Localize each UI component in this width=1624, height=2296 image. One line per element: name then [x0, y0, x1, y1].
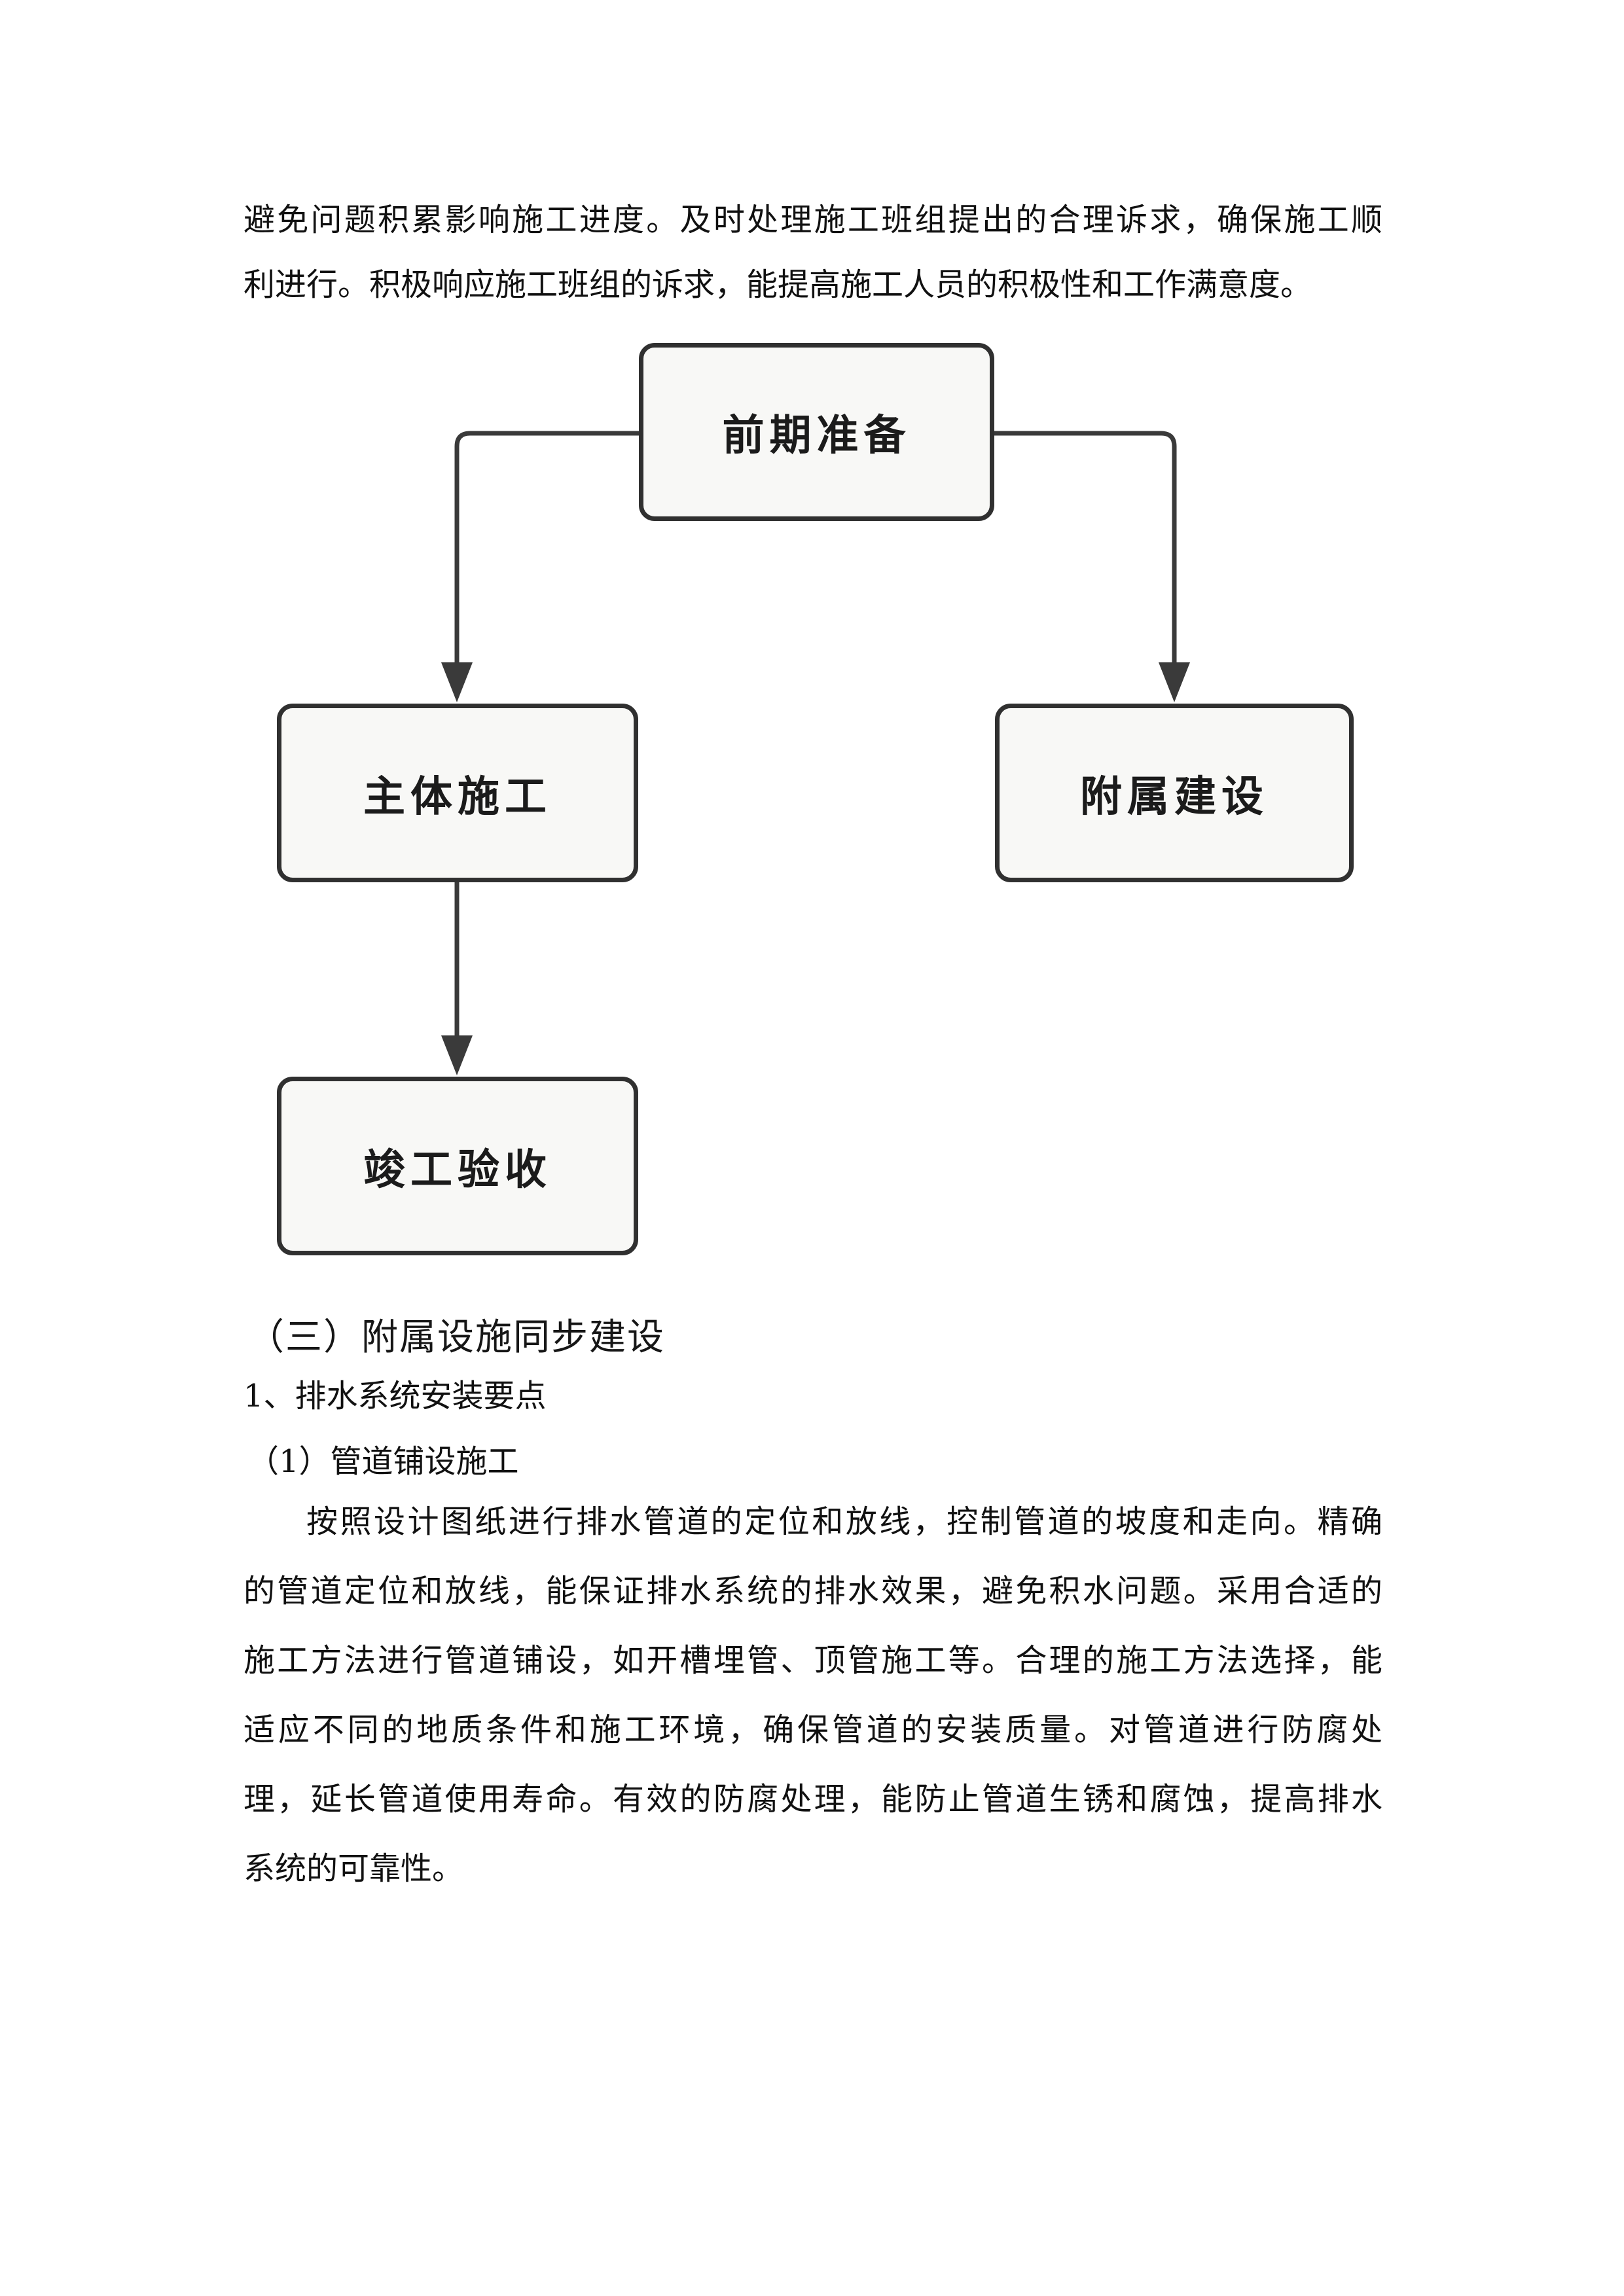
- body-paragraph-line-1: 按照设计图纸进行排水管道的定位和放线，控制管道的坡度和走向。精确: [306, 1503, 1382, 1540]
- flow-node-main-label: 主体施工: [363, 772, 552, 821]
- body-paragraph-line-4: 适应不同的地质条件和施工环境，确保管道的安装质量。对管道进行防腐处: [244, 1712, 1382, 1748]
- flowchart: 前期准备 主体施工 附属建设 竣工验收: [277, 343, 1354, 1255]
- flow-node-main: 主体施工: [277, 704, 638, 882]
- arrowhead-main-icon: [441, 662, 473, 702]
- body-paragraph-line-3: 施工方法进行管道铺设，如开槽埋管、顶管施工等。合理的施工方法选择，能: [244, 1642, 1382, 1679]
- flow-node-prep-label: 前期准备: [722, 411, 911, 460]
- edge-prep-to-aux: [994, 431, 1177, 662]
- arrowhead-aux-icon: [1159, 662, 1190, 702]
- body-paragraph-line-5: 理，延长管道使用寿命。有效的防腐处理，能防止管道生锈和腐蚀，提高排水: [244, 1781, 1382, 1818]
- flow-node-prep: 前期准备: [639, 343, 994, 521]
- section-item-level2: （1）管道铺设施工: [247, 1443, 519, 1480]
- flowchart-connectors: [441, 431, 1190, 1075]
- section-heading: （三）附属设施同步建设: [247, 1316, 665, 1359]
- flow-node-accept-label: 竣工验收: [363, 1145, 552, 1194]
- intro-paragraph-line-1: 避免问题积累影响施工进度。及时处理施工班组提出的合理诉求，确保施工顺: [244, 202, 1382, 238]
- arrowhead-accept-icon: [441, 1035, 473, 1075]
- flow-node-accept: 竣工验收: [277, 1077, 638, 1255]
- flow-node-aux: 附属建设: [995, 704, 1354, 882]
- body-paragraph-line-2: 的管道定位和放线，能保证排水系统的排水效果，避免积水问题。采用合适的: [244, 1573, 1382, 1609]
- flow-node-aux-label: 附属建设: [1080, 772, 1269, 821]
- edge-prep-to-main: [454, 431, 639, 662]
- body-paragraph-line-6: 系统的可靠性。: [244, 1850, 464, 1887]
- intro-paragraph-line-2: 利进行。积极响应施工班组的诉求，能提高施工人员的积极性和工作满意度。: [244, 266, 1312, 303]
- section-item-level1: 1、排水系统安装要点: [244, 1378, 547, 1414]
